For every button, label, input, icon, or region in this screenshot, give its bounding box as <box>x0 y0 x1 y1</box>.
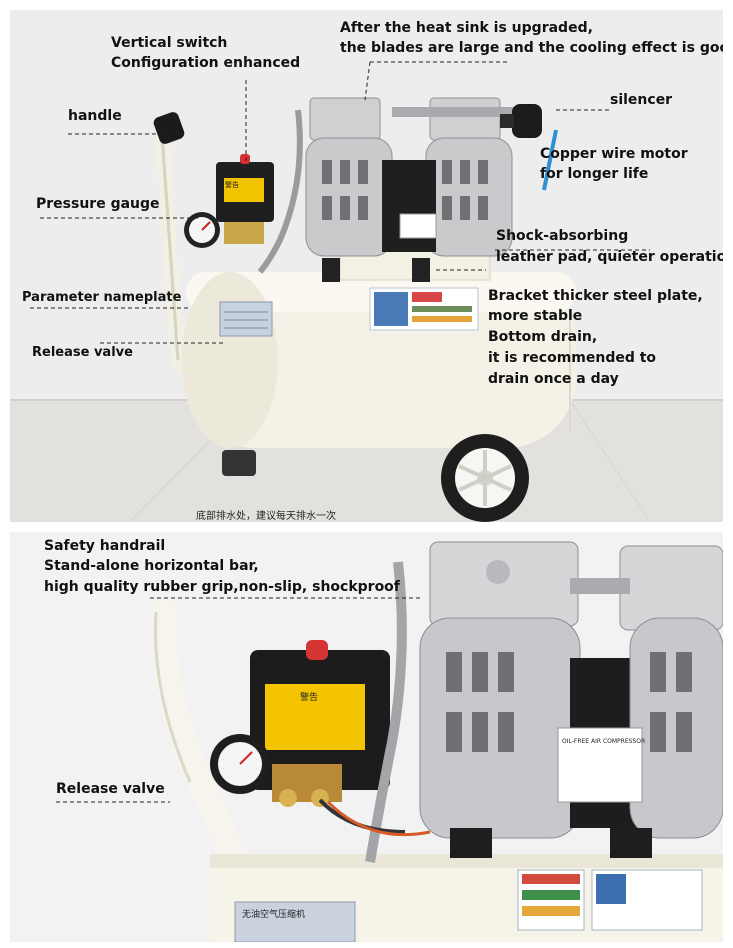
pressure-gauge-part <box>184 212 220 248</box>
label-bracket-1: Bracket thicker steel plate, <box>488 288 703 304</box>
bottom-compressor-closeup <box>10 532 723 942</box>
label-drain-1: Bottom drain, <box>488 329 598 345</box>
warning-sticker-bottom: 警告 <box>300 693 319 703</box>
label-handrail-2: Stand-alone horizontal bar, <box>44 558 259 574</box>
top-product-photo: After the heat sink is upgraded, the bla… <box>10 10 723 522</box>
label-drain-2: it is recommended to <box>488 350 657 366</box>
label-shock-absorbing-2: leather pad, quieter operation <box>496 249 723 265</box>
label-vertical-switch-2: Configuration enhanced <box>111 55 301 71</box>
label-silencer: silencer <box>610 92 673 108</box>
label-handrail-3: high quality rubber grip,non-slip, shock… <box>44 579 400 595</box>
label-nameplate: Parameter nameplate <box>22 290 182 305</box>
label-handle: handle <box>68 108 122 124</box>
top-compressor-illustration <box>10 10 723 522</box>
label-handrail-1: Safety handrail <box>44 538 166 554</box>
pressure-switch <box>216 154 274 222</box>
label-copper-motor-1: Copper wire motor <box>540 146 688 162</box>
motor-sticker-text: OIL-FREE AIR COMPRESSOR <box>562 738 646 745</box>
caption-drain-chinese: 底部排水处，建议每天排水一次 <box>196 511 336 522</box>
label-bracket-2: more stable <box>488 308 583 324</box>
warning-sticker-top: 警告 <box>225 181 239 189</box>
wheel <box>441 434 529 522</box>
label-release-valve-top: Release valve <box>32 345 133 360</box>
label-release-valve-bottom: Release valve <box>56 781 165 797</box>
label-vertical-switch-1: Vertical switch <box>111 35 228 51</box>
label-copper-motor-2: for longer life <box>540 166 649 182</box>
bottom-product-photo: Safety handrail Stand-alone horizontal b… <box>10 532 723 942</box>
label-heat-sink-2: the blades are large and the cooling eff… <box>340 40 723 56</box>
air-tank <box>182 272 576 476</box>
pressure-switch-closeup <box>250 640 390 807</box>
motor-head-closeup <box>419 541 723 839</box>
label-pressure-gauge: Pressure gauge <box>36 196 160 212</box>
label-drain-3: drain once a day <box>488 371 619 387</box>
compressor-motor <box>305 97 522 257</box>
label-shock-absorbing-1: Shock-absorbing <box>496 228 629 244</box>
tank-nameplate-text: 无油空气压缩机 <box>242 910 306 920</box>
silencer-part <box>500 104 542 138</box>
label-heat-sink-1: After the heat sink is upgraded, <box>340 20 593 36</box>
